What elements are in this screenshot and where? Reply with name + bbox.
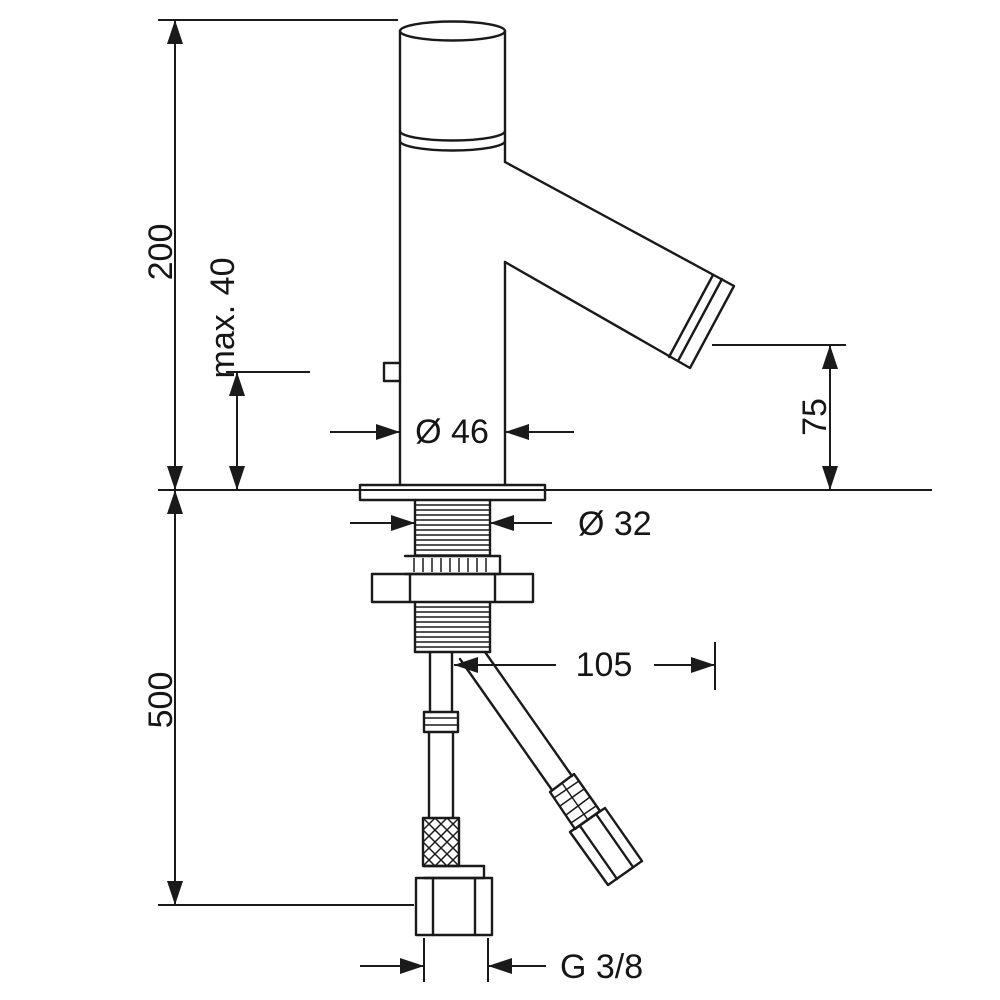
- angled-connector-nut: [568, 806, 644, 887]
- body-diameter-label: Ø 46: [415, 413, 489, 451]
- aerator-band-inner: [667, 273, 715, 359]
- dimension-lines: [158, 19, 846, 982]
- threaded-shank-lower: [413, 600, 492, 654]
- arrow-down-icon: [822, 466, 838, 490]
- handle-bottom-band-upper: [398, 129, 507, 142]
- braid-crosshatch: [422, 817, 460, 867]
- connector-collar: [422, 864, 486, 880]
- locknut-hex: [370, 572, 535, 604]
- escutcheon-plate: [358, 483, 547, 502]
- faucet-handle-cap: [398, 20, 507, 152]
- set-screw-boss: [382, 361, 402, 383]
- hose-length-label: 500: [142, 672, 180, 729]
- spout-reach-label: 105: [576, 646, 633, 684]
- arrow-left-icon: [505, 424, 529, 440]
- spout-outline: [503, 160, 736, 370]
- shank-diameter-label: Ø 32: [578, 505, 652, 543]
- spout-height-label: 75: [796, 398, 834, 436]
- arrow-down-icon: [167, 466, 183, 490]
- threaded-shank-upper: [413, 498, 492, 558]
- max-mounting-label: max. 40: [204, 258, 242, 379]
- arrow-left-icon: [454, 657, 478, 673]
- faucet-body: [382, 29, 507, 487]
- handle-top-ellipse: [398, 20, 507, 42]
- faucet-spout: [503, 160, 736, 370]
- connector-nut: [414, 876, 494, 937]
- hose-ferrule: [422, 710, 460, 734]
- arrow-down-icon: [229, 466, 245, 490]
- overall-height-label: 200: [142, 224, 180, 281]
- arrow-left-icon: [490, 515, 514, 531]
- supply-hose-angled: [458, 650, 644, 887]
- arrow-up-icon: [822, 345, 838, 369]
- arrow-right-icon: [376, 424, 400, 440]
- supply-hose-straight: [414, 650, 494, 937]
- arrow-up-icon: [167, 20, 183, 44]
- arrow-left-icon: [488, 958, 512, 974]
- crimp-hatch: [553, 780, 597, 824]
- mounting-escutcheon: [358, 483, 547, 502]
- arrow-down-icon: [167, 881, 183, 905]
- arrow-right-icon: [691, 657, 715, 673]
- handle-bottom-band-lower: [398, 139, 507, 152]
- mounting-locknut: [370, 554, 535, 604]
- connection-thread-label: G 3/8: [560, 948, 643, 986]
- arrow-right-icon: [391, 515, 415, 531]
- dimension-labels: 200 max. 40 500 75 Ø 46 Ø 32 105 G 3/8: [142, 224, 834, 986]
- arrow-right-icon: [400, 958, 424, 974]
- aerator-band-outer: [676, 277, 724, 363]
- arrow-up-icon: [229, 372, 245, 396]
- arrow-up-icon: [167, 490, 183, 514]
